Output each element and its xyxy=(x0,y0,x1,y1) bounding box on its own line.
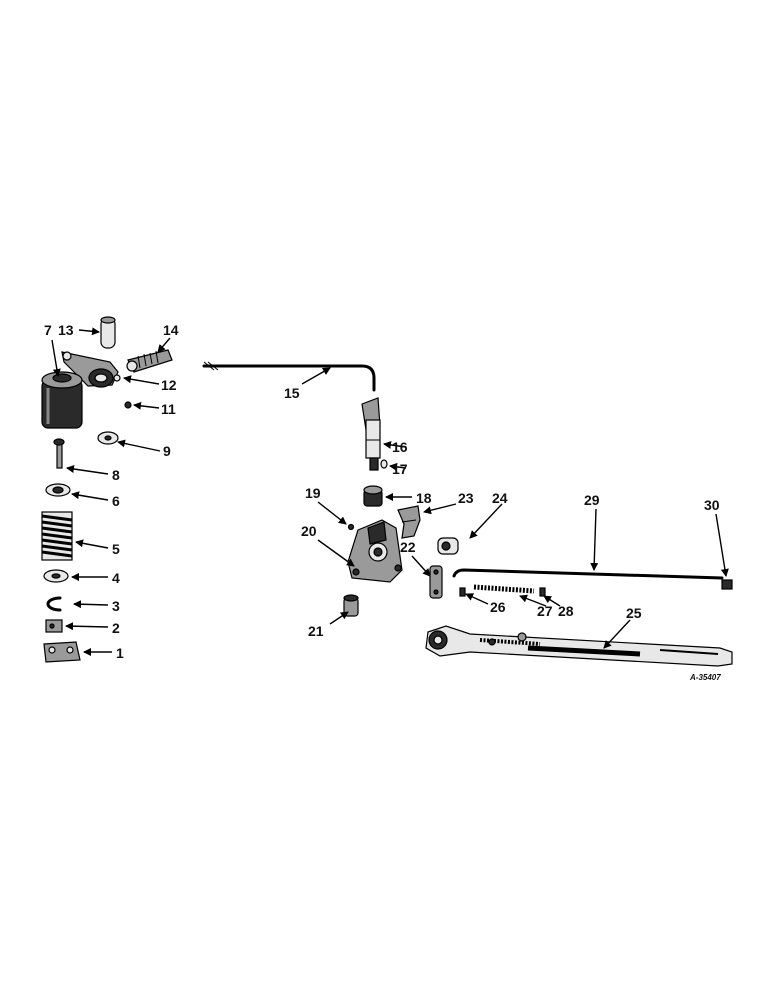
part-30-nut xyxy=(721,579,733,590)
part-4-washer xyxy=(43,569,69,583)
part-11-ball xyxy=(124,401,132,409)
label-11: 11 xyxy=(161,401,176,417)
label-21: 21 xyxy=(308,623,324,639)
part-28-pin xyxy=(539,587,546,597)
part-19-pin xyxy=(347,523,355,531)
part-18-bushing xyxy=(363,485,383,507)
label-19: 19 xyxy=(305,485,321,501)
label-20: 20 xyxy=(301,523,317,539)
label-2: 2 xyxy=(112,620,120,636)
label-15: 15 xyxy=(284,385,300,401)
label-12: 12 xyxy=(161,377,177,393)
label-4: 4 xyxy=(112,570,120,586)
part-22-link xyxy=(429,565,443,599)
label-23: 23 xyxy=(458,490,474,506)
part-2-block xyxy=(45,619,63,633)
part-5-spring xyxy=(41,511,73,561)
part-24-block xyxy=(437,537,459,555)
label-29: 29 xyxy=(584,492,600,508)
part-20-bracket xyxy=(347,519,403,583)
part-16-shaft xyxy=(361,397,381,471)
part-27-spring xyxy=(473,584,535,594)
label-27: 27 xyxy=(537,603,553,619)
leader-lines xyxy=(51,327,729,656)
label-7: 8 xyxy=(112,467,120,483)
part-8-housing xyxy=(41,371,83,429)
label-3: 3 xyxy=(112,598,120,614)
drawing-code: A-35407 xyxy=(689,673,721,682)
label-16: 16 xyxy=(392,439,408,455)
part-12-lever xyxy=(61,351,121,388)
part-17-key xyxy=(380,459,388,469)
label-13: 13 xyxy=(58,322,74,338)
label-1: 1 xyxy=(116,645,124,661)
label-18: 18 xyxy=(416,490,432,506)
part-3-snap-ring xyxy=(46,596,62,612)
label-22: 22 xyxy=(400,539,416,555)
part-15-rod xyxy=(202,361,376,392)
label-28: 28 xyxy=(558,603,574,619)
label-14: 14 xyxy=(163,322,179,338)
part-29-rod xyxy=(452,568,724,580)
part-25-handle xyxy=(425,625,733,667)
label-8: 7 xyxy=(44,322,52,338)
part-labels: 7 13 14 12 11 9 8 6 5 4 3 2 1 15 16 17 1… xyxy=(44,322,721,682)
label-26: 26 xyxy=(490,599,506,615)
part-1-clevis xyxy=(43,641,81,663)
label-25: 25 xyxy=(626,605,642,621)
part-9-washer xyxy=(97,431,119,445)
part-7-pin xyxy=(53,438,65,469)
label-30: 30 xyxy=(704,497,720,513)
part-14-clevis xyxy=(126,349,173,373)
label-6: 6 xyxy=(112,493,120,509)
part-13-pin xyxy=(100,316,116,349)
label-24: 24 xyxy=(492,490,508,506)
part-26-pin xyxy=(459,587,466,597)
label-5: 5 xyxy=(112,541,120,557)
label-17: 17 xyxy=(392,461,408,477)
label-9: 9 xyxy=(163,443,171,459)
part-6-cap xyxy=(45,483,71,497)
part-23-plate xyxy=(397,505,421,539)
